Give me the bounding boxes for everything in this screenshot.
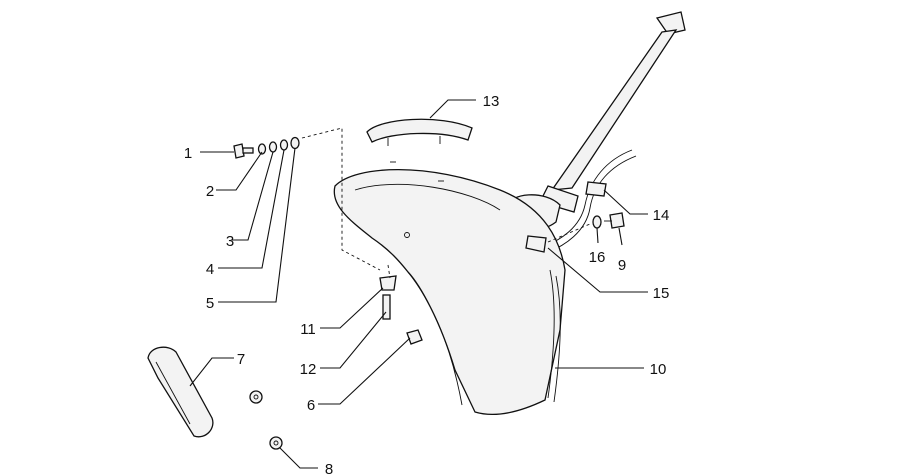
- callout-10: 10: [650, 361, 667, 378]
- callout-15: 15: [653, 285, 670, 302]
- callout-9: 9: [618, 257, 626, 274]
- callout-6: 6: [307, 397, 315, 414]
- front-mudguard: [333, 161, 566, 415]
- callout-7: 7: [237, 351, 245, 368]
- callout-1: 1: [184, 145, 192, 162]
- callout-3: 3: [226, 233, 234, 250]
- callout-4: 4: [206, 261, 214, 278]
- leader-lines: [189, 99, 648, 469]
- callout-13: 13: [483, 93, 500, 110]
- callout-12: 12: [300, 361, 317, 378]
- rubber-plate: [147, 346, 214, 438]
- steering-column: [504, 11, 686, 231]
- callout-11: 11: [300, 321, 316, 338]
- callout-2: 2: [206, 183, 214, 200]
- callout-8: 8: [325, 461, 333, 476]
- callout-14: 14: [653, 207, 670, 224]
- mounting-bolt-set: [233, 127, 381, 271]
- callout-5: 5: [206, 295, 214, 312]
- callout-labels: 1 2 3 4 5 6 7 8 9 10 11 12 13 14 15 16: [184, 93, 670, 476]
- callout-16: 16: [589, 249, 606, 266]
- mudguard-trim: [366, 118, 473, 146]
- hose-clamps: [525, 181, 625, 253]
- clip-nut-screw-nut: [379, 264, 423, 345]
- retaining-discs: [249, 390, 283, 450]
